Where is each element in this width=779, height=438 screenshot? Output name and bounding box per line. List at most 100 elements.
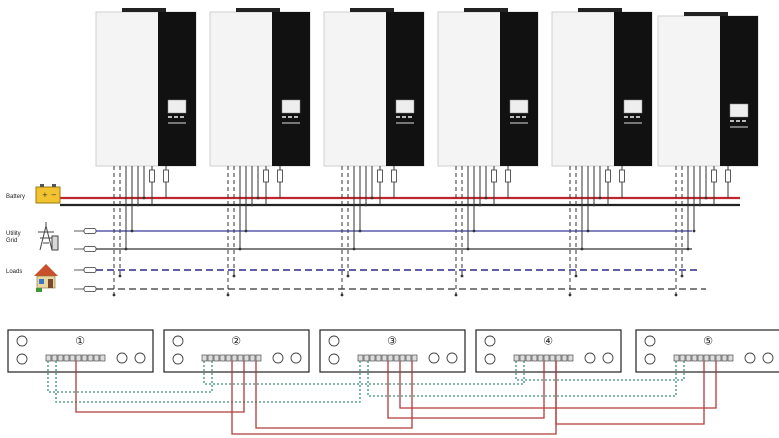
- communication-panel: ①: [7, 329, 154, 373]
- panel-number: ⑤: [703, 335, 713, 348]
- fuse-icon: [391, 169, 397, 183]
- inverter-button: [282, 116, 286, 118]
- current-sharing-cable: [75, 361, 245, 413]
- wire-junction: [674, 293, 678, 297]
- wire-junction: [124, 247, 128, 251]
- panel-knob: [446, 352, 458, 364]
- wire-junction: [568, 293, 572, 297]
- inverter-wire-bundle: [112, 166, 169, 297]
- inverter-lcd: [729, 103, 749, 118]
- panel-knob: [328, 335, 340, 347]
- comm-port: [363, 354, 370, 362]
- inverter-button: [180, 116, 184, 118]
- inverter-led-strip: [730, 126, 748, 128]
- inverter-control-panel: [614, 12, 652, 166]
- comm-port: [709, 354, 716, 362]
- comm-port: [93, 354, 100, 362]
- comm-port: [387, 354, 394, 362]
- battery-icon: + −: [35, 184, 61, 204]
- comm-port: [63, 354, 70, 362]
- fuse-icon: [619, 169, 625, 183]
- inverter-top-handle: [350, 8, 394, 12]
- comm-port: [411, 354, 418, 362]
- comm-port: [57, 354, 64, 362]
- wire-junction: [244, 229, 248, 233]
- inverter-wire-bundle: [454, 166, 511, 297]
- inverter-button: [742, 120, 746, 122]
- fuse-icon: [505, 169, 511, 183]
- inverter-unit: [95, 8, 197, 167]
- sync-cable: [47, 361, 213, 393]
- inverter-button: [294, 116, 298, 118]
- comm-port: [81, 354, 88, 362]
- comm-port: [201, 354, 208, 362]
- inverter-wire-bundle: [340, 166, 397, 297]
- wire-junction: [112, 293, 116, 297]
- wire-junction: [136, 203, 140, 207]
- comm-port: [243, 354, 250, 362]
- inverter-button: [624, 116, 628, 118]
- panel-knob: [172, 335, 184, 347]
- comm-port: [679, 354, 686, 362]
- wire-junction: [238, 247, 242, 251]
- wire-junction: [454, 293, 458, 297]
- comm-port: [51, 354, 58, 362]
- terminal-plug: [74, 228, 97, 234]
- comm-port: [727, 354, 734, 362]
- inverter-top-handle: [236, 8, 280, 12]
- panel-number: ①: [75, 335, 85, 348]
- wire-junction: [256, 196, 260, 200]
- terminal-plug: [74, 267, 97, 273]
- panel-knob: [16, 335, 28, 347]
- comm-port: [549, 354, 556, 362]
- comm-port: [531, 354, 538, 362]
- panel-knob: [328, 353, 340, 365]
- wire-junction: [370, 196, 374, 200]
- panel-knob: [644, 353, 656, 365]
- comm-port: [567, 354, 574, 362]
- fuse-icon: [163, 169, 169, 183]
- comm-port: [525, 354, 532, 362]
- wire-junction: [574, 274, 578, 278]
- wire-junction: [250, 203, 254, 207]
- inverter-top-handle: [122, 8, 166, 12]
- sync-cable: [55, 361, 361, 403]
- inverter-control-panel: [500, 12, 538, 166]
- wire-junction: [592, 203, 596, 207]
- comm-port: [721, 354, 728, 362]
- panel-knob: [762, 352, 774, 364]
- wire-junction: [358, 229, 362, 233]
- panel-number: ③: [387, 335, 397, 348]
- wire-junction: [118, 274, 122, 278]
- wire-junction: [692, 229, 696, 233]
- comm-port: [715, 354, 722, 362]
- wire-junction: [586, 229, 590, 233]
- wire-plugs: [74, 228, 97, 292]
- comm-port: [369, 354, 376, 362]
- inverter-button: [402, 116, 406, 118]
- inverter-top-handle: [464, 8, 508, 12]
- panel-number: ④: [543, 335, 553, 348]
- inverter-led-strip: [624, 122, 642, 124]
- communication-panel: ③: [319, 329, 466, 373]
- inverter-button: [396, 116, 400, 118]
- inverter-unit: [437, 8, 539, 167]
- inverter-wire-bundle: [226, 166, 283, 297]
- inverter-button: [516, 116, 520, 118]
- fuse-icon: [605, 169, 611, 183]
- inverter-lcd: [281, 99, 301, 114]
- panel-knob: [484, 335, 496, 347]
- house-icon: [34, 264, 58, 292]
- wire-junction: [704, 196, 708, 200]
- comm-port: [673, 354, 680, 362]
- inverter-button: [408, 116, 412, 118]
- communication-panel: ⑤: [635, 329, 779, 373]
- battery-label: Battery: [6, 194, 26, 200]
- panel-knob: [602, 352, 614, 364]
- comm-port: [537, 354, 544, 362]
- power-tower-icon: [38, 222, 59, 251]
- fuse-icon: [491, 169, 497, 183]
- inverter-button: [630, 116, 634, 118]
